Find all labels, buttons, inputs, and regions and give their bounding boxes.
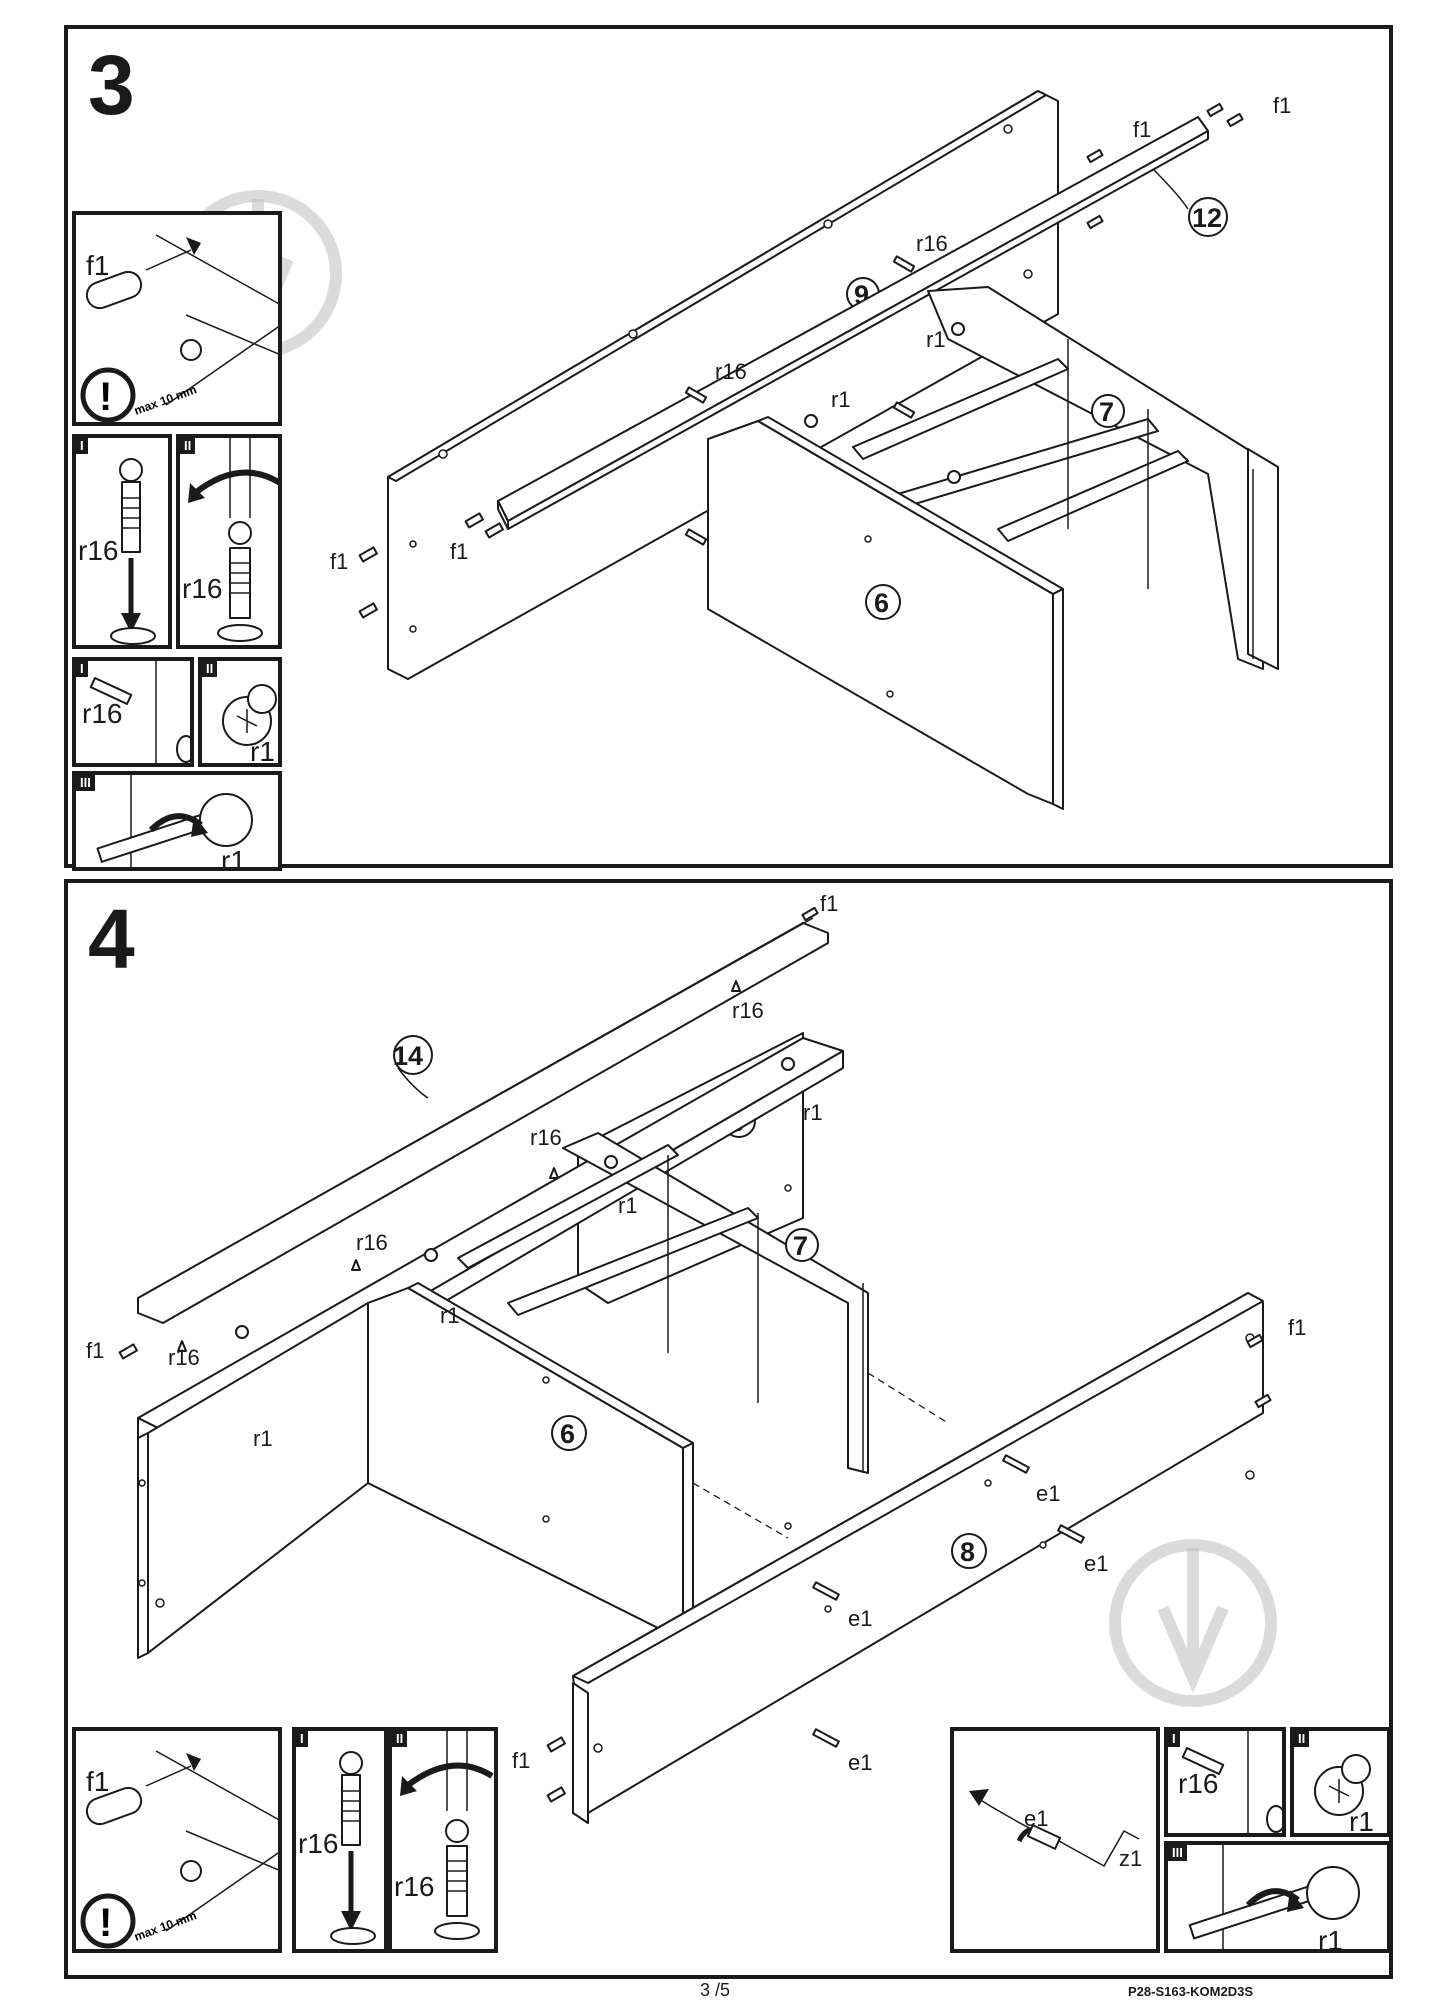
label-e1: e1	[1024, 1806, 1048, 1831]
hardware-step-3	[358, 102, 1244, 619]
document-code: P28-S163-KOM2D3S	[1128, 1984, 1253, 1999]
part-6-label: 6	[874, 588, 889, 618]
label-r16: r16	[715, 359, 747, 384]
step-3-drawing: 9 12 7	[174, 90, 1291, 810]
label-e1: e1	[1036, 1481, 1060, 1506]
label-r16: r16	[182, 573, 222, 604]
warning-icon: !	[99, 375, 112, 419]
label-f1: f1	[512, 1748, 530, 1773]
label-f1: f1	[86, 250, 109, 281]
roman-ii: II	[392, 1731, 408, 1747]
part-7-label: 7	[1099, 397, 1114, 427]
inset-dowel-step-3: ! f1 max 10 mm	[72, 211, 282, 426]
label-r16: r16	[168, 1345, 200, 1370]
label-r1: r1	[926, 327, 946, 352]
label-r16: r16	[394, 1871, 434, 1902]
label-r1: r1	[1349, 1806, 1374, 1837]
roman-ii: II	[1294, 1731, 1310, 1747]
inset-cam-bolt-i-step-4: I r16	[292, 1727, 388, 1953]
step-4-panel: 4 14 9	[64, 879, 1393, 1979]
inset-cam-lock-i-step-4: I r16	[1164, 1727, 1286, 1837]
inset-cam-lock-iii-step-3: III r1	[72, 771, 282, 871]
label-f1: f1	[820, 891, 838, 916]
step-4-drawing: 14 9	[86, 891, 1306, 1824]
warning-icon: !	[99, 1901, 112, 1945]
page-number: 3 /5	[700, 1980, 731, 2000]
roman-i: I	[296, 1731, 308, 1747]
part-7-frame: 7	[457, 1132, 869, 1474]
step-3-panel: 3 9 12	[64, 25, 1393, 871]
label-f1: f1	[330, 549, 348, 574]
step-3-number: 3	[88, 38, 135, 132]
inset-dowel-step-4: ! f1 max 10 mm	[72, 1727, 282, 1953]
watermark-logo	[1109, 1539, 1277, 1707]
alignment-line	[867, 1372, 949, 1424]
part-8-panel: 8	[572, 1292, 1264, 1824]
label-r1: r1	[618, 1193, 638, 1218]
label-r16: r16	[530, 1125, 562, 1150]
hardware-step-4	[118, 906, 1272, 1803]
inset-cam-lock-ii-step-4: II r1	[1290, 1727, 1391, 1837]
label-f1: f1	[1273, 93, 1291, 118]
inset-cam-lock-iii-step-4: III r1	[1164, 1841, 1391, 1953]
label-f1: f1	[86, 1338, 104, 1363]
label-f1: f1	[450, 539, 468, 564]
alignment-line	[692, 1482, 789, 1539]
roman-ii: II	[202, 661, 218, 677]
inset-cam-bolt-ii-step-4: II r16	[388, 1727, 498, 1953]
label-r16: r16	[1178, 1768, 1218, 1799]
part-7-label: 7	[793, 1231, 808, 1261]
part-8-label: 8	[960, 1537, 975, 1567]
part-12-label: 12	[1192, 203, 1222, 233]
max-depth-note: max 10 mm	[132, 1908, 198, 1944]
label-e1: e1	[848, 1750, 872, 1775]
roman-iii: III	[76, 775, 95, 791]
part-6-panel: 6	[707, 416, 1064, 810]
label-e1: e1	[1084, 1551, 1108, 1576]
label-f1: f1	[1288, 1315, 1306, 1340]
label-r1: r1	[253, 1426, 273, 1451]
inset-cam-lock-i-step-3: I r16	[72, 657, 194, 767]
step-4-number: 4	[88, 892, 135, 986]
label-r16: r16	[82, 698, 122, 729]
roman-i: I	[1168, 1731, 1180, 1747]
label-r16: r16	[298, 1828, 338, 1859]
label-r1: r1	[440, 1303, 460, 1328]
inset-cam-lock-ii-step-3: II r1	[198, 657, 282, 767]
label-r16: r16	[78, 535, 118, 566]
label-r1: r1	[221, 845, 246, 871]
label-r1: r1	[250, 736, 275, 767]
roman-ii: II	[180, 438, 196, 454]
label-r1: r1	[1318, 1925, 1343, 1953]
label-r16: r16	[356, 1230, 388, 1255]
label-r1: r1	[831, 387, 851, 412]
roman-i: I	[76, 438, 88, 454]
inset-screw-step-4: e1 z1	[950, 1727, 1160, 1953]
roman-iii: III	[1168, 1845, 1187, 1861]
label-r16: r16	[916, 231, 948, 256]
roman-i: I	[76, 661, 88, 677]
label-e1: e1	[848, 1606, 872, 1631]
label-f1: f1	[86, 1766, 109, 1797]
label-z1: z1	[1119, 1846, 1142, 1871]
part-12-rail: 12	[497, 116, 1228, 530]
part-6-panel: 6	[367, 1282, 694, 1629]
inset-cam-bolt-i-step-3: I r16	[72, 434, 172, 649]
max-depth-note: max 10 mm	[132, 382, 198, 418]
part-14-label: 14	[393, 1041, 423, 1071]
label-f1: f1	[1133, 117, 1151, 142]
label-r16: r16	[732, 998, 764, 1023]
part-14-rail: 14	[137, 917, 829, 1324]
part-6-label: 6	[560, 1419, 575, 1449]
label-r1: r1	[803, 1100, 823, 1125]
inset-cam-bolt-ii-step-3: II r16	[176, 434, 282, 649]
